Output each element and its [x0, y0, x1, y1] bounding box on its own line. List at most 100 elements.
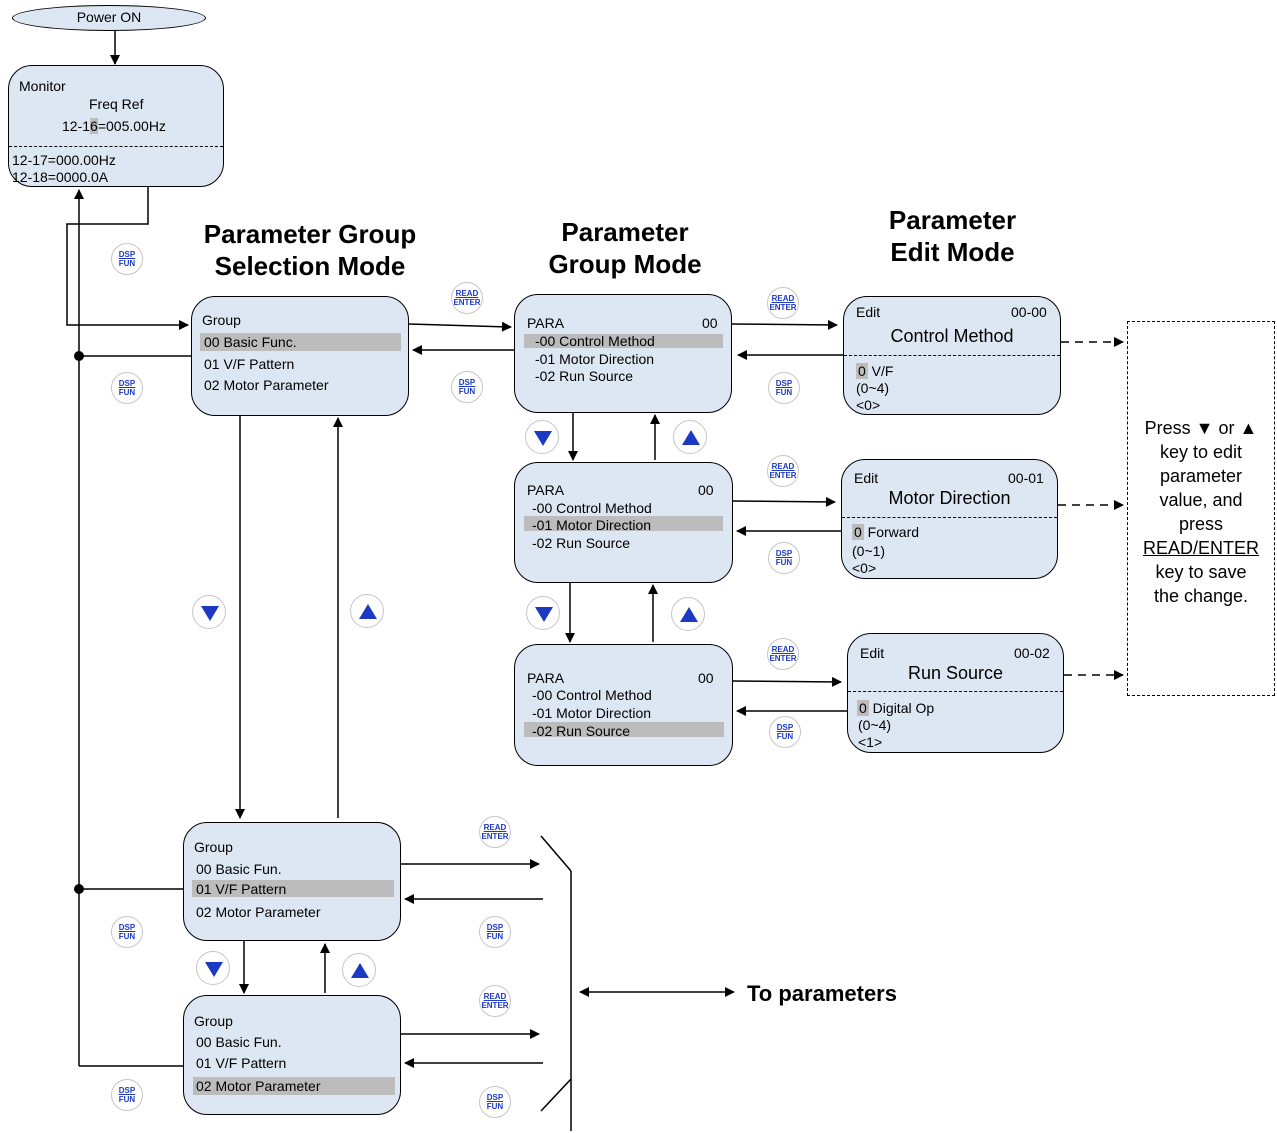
note-text: Press ▼ or ▲ key to edit parameter value…	[1128, 416, 1274, 608]
read-label: READ	[483, 823, 507, 832]
enter-label: ENTER	[481, 832, 509, 841]
read-label: READ	[771, 294, 795, 303]
power-on-terminal: Power ON	[12, 5, 206, 31]
edit-code: 00-02	[1014, 645, 1050, 661]
para-group-code: 00	[698, 670, 714, 686]
note-or: or	[1213, 418, 1240, 438]
monitor-line4: 12-18=0000.0A	[12, 169, 109, 185]
up-arrow-icon	[359, 604, 377, 619]
edit-default: <0>	[856, 397, 881, 413]
edit-code: 00-01	[1008, 470, 1044, 486]
read-label: READ	[483, 992, 507, 1001]
group-item: 01 V/F Pattern	[196, 1055, 287, 1071]
para-box-2: PARA 00 -00 Control Method -01 Motor Dir…	[514, 462, 733, 583]
edit-cursor: 0	[856, 363, 868, 379]
read-label: READ	[771, 645, 795, 654]
power-on-label: Power ON	[76, 9, 142, 25]
down-arrow-key[interactable]	[192, 595, 226, 629]
para-box-3: PARA 00 -00 Control Method -01 Motor Dir…	[514, 644, 733, 766]
note-line-8: the change.	[1153, 586, 1249, 606]
group-box-2: Group 00 Basic Fun. 01 V/F Pattern 02 Mo…	[183, 822, 401, 941]
up-arrow-key[interactable]	[350, 594, 384, 628]
up-arrow-icon	[682, 430, 700, 445]
para-item: -01 Motor Direction	[535, 351, 655, 367]
fun-label: FUN	[118, 932, 136, 941]
selection-highlight	[524, 516, 723, 531]
monitor-freq-suffix: =005.00Hz	[97, 118, 166, 134]
monitor-title: Monitor	[19, 78, 66, 94]
para-item: -01 Motor Direction	[532, 705, 652, 721]
note-press: Press	[1144, 418, 1196, 438]
fun-label: FUN	[486, 1102, 504, 1111]
group-item: 02 Motor Parameter	[196, 1078, 321, 1094]
down-arrow-icon	[535, 607, 553, 622]
edit-box-3: Edit 00-02 Run Source 0 Digital Op (0~4)…	[847, 633, 1064, 753]
edit-range: (0~1)	[852, 543, 886, 559]
edit-divider	[842, 517, 1057, 518]
para-item: -00 Control Method	[532, 687, 652, 703]
selection-highlight	[193, 1077, 395, 1095]
group-item: 02 Motor Parameter	[204, 377, 329, 393]
group-box-3: Group 00 Basic Fun. 01 V/F Pattern 02 Mo…	[183, 995, 401, 1115]
group-box-1: Group 00 Basic Func. 01 V/F Pattern 02 M…	[191, 296, 409, 416]
selection-highlight	[524, 334, 723, 348]
monitor-freq-ref: Freq Ref	[89, 96, 144, 112]
edit-divider	[844, 355, 1060, 356]
up-arrow-key[interactable]	[342, 953, 376, 987]
edit-value: 0 V/F	[856, 363, 893, 379]
down-arrow-key[interactable]	[525, 420, 559, 454]
edit-default: <0>	[852, 560, 877, 576]
dsp-label: DSP	[118, 250, 136, 259]
enter-label: ENTER	[453, 298, 481, 307]
group-item: 01 V/F Pattern	[204, 356, 295, 372]
up-arrow-key[interactable]	[671, 597, 705, 631]
group-item: 00 Basic Func.	[204, 334, 297, 350]
edit-code: 00-00	[1011, 304, 1047, 320]
group-item: 02 Motor Parameter	[196, 904, 321, 920]
fun-label: FUN	[775, 558, 793, 567]
fun-label: FUN	[118, 1095, 136, 1104]
down-arrow-icon: ▼	[1195, 418, 1214, 438]
down-arrow-icon	[534, 431, 552, 446]
dsp-label: DSP	[118, 923, 136, 932]
para-title: PARA	[527, 670, 565, 686]
up-arrow-icon	[680, 607, 698, 622]
selection-highlight	[200, 333, 401, 351]
down-arrow-key[interactable]	[526, 596, 560, 630]
edit-param-name: Run Source	[907, 663, 1004, 683]
edit-range: (0~4)	[856, 380, 890, 396]
down-arrow-key[interactable]	[196, 951, 230, 985]
fun-label: FUN	[486, 932, 504, 941]
heading-group-mode-l1: Parameter	[561, 217, 689, 247]
monitor-line3: 12-17=000.00Hz	[12, 152, 116, 168]
edit-param-name: Motor Direction	[888, 488, 1011, 508]
up-arrow-key[interactable]	[673, 420, 707, 454]
edit-param-name: Control Method	[890, 326, 1014, 346]
dsp-label: DSP	[118, 1086, 136, 1095]
para-title: PARA	[527, 315, 565, 331]
fun-label: FUN	[776, 732, 794, 741]
to-parameters-label: To parameters	[747, 981, 897, 1006]
para-item: -02 Run Source	[532, 723, 631, 739]
heading-edit-mode-l1: Parameter	[888, 205, 1017, 235]
monitor-box: Monitor Freq Ref 12-16=005.00Hz 12-17=00…	[8, 65, 224, 187]
note-line-3: parameter	[1159, 466, 1243, 486]
group-item: 00 Basic Fun.	[196, 861, 282, 877]
